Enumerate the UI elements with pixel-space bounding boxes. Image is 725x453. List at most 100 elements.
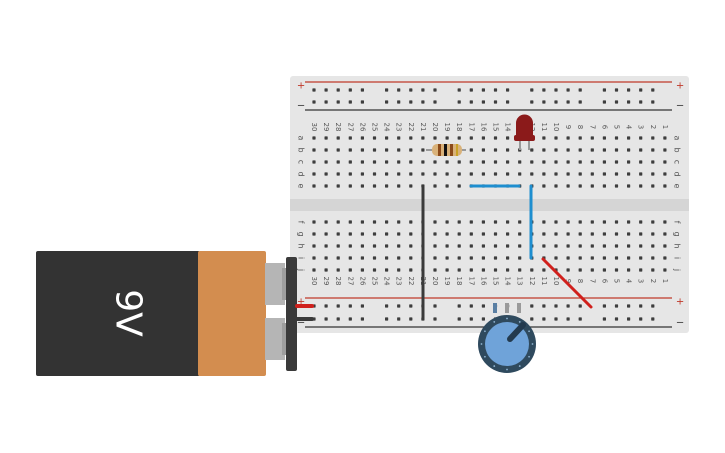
breadboard-hole[interactable] — [360, 172, 364, 176]
breadboard-hole[interactable] — [639, 172, 643, 176]
breadboard-hole[interactable] — [360, 232, 364, 236]
breadboard-hole[interactable] — [590, 244, 594, 248]
breadboard-hole[interactable] — [457, 317, 461, 321]
breadboard-hole[interactable] — [493, 268, 498, 272]
breadboard-hole[interactable] — [614, 244, 619, 248]
breadboard-hole[interactable] — [372, 256, 377, 260]
breadboard-hole[interactable] — [639, 268, 643, 272]
breadboard-hole[interactable] — [651, 184, 655, 188]
breadboard-hole[interactable] — [348, 220, 352, 224]
breadboard-hole[interactable] — [506, 88, 510, 92]
breadboard-hole[interactable] — [324, 100, 328, 104]
breadboard-hole[interactable] — [663, 220, 667, 224]
breadboard-hole[interactable] — [602, 317, 606, 321]
breadboard-hole[interactable] — [627, 232, 631, 236]
breadboard-hole[interactable] — [433, 220, 437, 224]
breadboard-hole[interactable] — [566, 317, 570, 321]
breadboard-hole[interactable] — [578, 136, 582, 140]
breadboard-hole[interactable] — [457, 304, 461, 308]
breadboard-hole[interactable] — [385, 268, 389, 272]
breadboard-hole[interactable] — [324, 317, 328, 321]
breadboard-hole[interactable] — [385, 220, 389, 224]
breadboard-hole[interactable] — [336, 172, 340, 176]
breadboard-hole[interactable] — [481, 172, 485, 176]
breadboard-hole[interactable] — [566, 100, 570, 104]
resistor[interactable] — [426, 144, 466, 156]
breadboard-hole[interactable] — [312, 184, 316, 188]
breadboard-hole[interactable] — [336, 268, 340, 272]
breadboard-hole[interactable] — [445, 136, 449, 140]
breadboard-hole[interactable] — [602, 88, 606, 92]
breadboard-hole[interactable] — [360, 220, 364, 224]
breadboard-hole[interactable] — [602, 136, 606, 140]
breadboard-hole[interactable] — [651, 256, 655, 260]
breadboard-hole[interactable] — [542, 184, 546, 188]
breadboard-hole[interactable] — [469, 304, 473, 308]
breadboard-hole[interactable] — [639, 317, 643, 321]
breadboard-hole[interactable] — [348, 317, 352, 321]
breadboard-hole[interactable] — [312, 148, 316, 152]
breadboard-hole[interactable] — [433, 232, 437, 236]
breadboard-hole[interactable] — [518, 160, 522, 164]
breadboard-hole[interactable] — [566, 160, 570, 164]
breadboard-hole[interactable] — [493, 160, 498, 164]
breadboard-hole[interactable] — [360, 184, 364, 188]
breadboard-hole[interactable] — [651, 268, 655, 272]
breadboard-hole[interactable] — [312, 244, 316, 248]
breadboard-hole[interactable] — [590, 160, 594, 164]
breadboard-hole[interactable] — [578, 256, 582, 260]
breadboard-hole[interactable] — [554, 184, 558, 188]
breadboard-hole[interactable] — [602, 268, 606, 272]
breadboard-hole[interactable] — [554, 244, 558, 248]
breadboard-hole[interactable] — [590, 184, 594, 188]
breadboard-hole[interactable] — [542, 232, 546, 236]
breadboard-hole[interactable] — [639, 304, 643, 308]
breadboard-hole[interactable] — [433, 100, 437, 104]
breadboard-hole[interactable] — [360, 244, 364, 248]
breadboard-hole[interactable] — [372, 244, 377, 248]
breadboard-hole[interactable] — [348, 268, 352, 272]
breadboard-hole[interactable] — [481, 268, 485, 272]
breadboard-hole[interactable] — [409, 160, 413, 164]
breadboard-hole[interactable] — [409, 184, 413, 188]
breadboard-hole[interactable] — [530, 148, 534, 152]
breadboard-hole[interactable] — [639, 148, 643, 152]
breadboard-hole[interactable] — [421, 136, 425, 140]
breadboard-hole[interactable] — [639, 184, 643, 188]
breadboard-hole[interactable] — [614, 148, 619, 152]
breadboard-hole[interactable] — [360, 160, 364, 164]
breadboard-hole[interactable] — [372, 172, 377, 176]
breadboard-hole[interactable] — [385, 100, 389, 104]
breadboard-hole[interactable] — [397, 136, 401, 140]
potentiometer-knob-indicator[interactable] — [507, 322, 526, 342]
breadboard-hole[interactable] — [602, 220, 606, 224]
breadboard-hole[interactable] — [651, 232, 655, 236]
breadboard-hole[interactable] — [578, 184, 582, 188]
breadboard-hole[interactable] — [433, 304, 437, 308]
breadboard-hole[interactable] — [457, 136, 461, 140]
breadboard-hole[interactable] — [639, 232, 643, 236]
breadboard-hole[interactable] — [312, 136, 316, 140]
breadboard-hole[interactable] — [409, 220, 413, 224]
breadboard-hole[interactable] — [469, 268, 473, 272]
battery-terminal-negative[interactable] — [265, 318, 285, 360]
breadboard-hole[interactable] — [360, 100, 364, 104]
breadboard-hole[interactable] — [651, 148, 655, 152]
breadboard-hole[interactable] — [663, 160, 667, 164]
breadboard-hole[interactable] — [336, 136, 340, 140]
breadboard-hole[interactable] — [469, 317, 473, 321]
breadboard-hole[interactable] — [566, 136, 570, 140]
breadboard-hole[interactable] — [397, 184, 401, 188]
breadboard-hole[interactable] — [421, 100, 425, 104]
breadboard-hole[interactable] — [578, 172, 582, 176]
breadboard-hole[interactable] — [651, 100, 655, 104]
breadboard-hole[interactable] — [578, 268, 582, 272]
breadboard-hole[interactable] — [372, 268, 377, 272]
breadboard-hole[interactable] — [639, 244, 643, 248]
breadboard-hole[interactable] — [578, 304, 582, 308]
breadboard-hole[interactable] — [385, 88, 389, 92]
breadboard-hole[interactable] — [312, 268, 316, 272]
breadboard-hole[interactable] — [457, 100, 461, 104]
breadboard-hole[interactable] — [639, 88, 643, 92]
breadboard-hole[interactable] — [578, 88, 582, 92]
